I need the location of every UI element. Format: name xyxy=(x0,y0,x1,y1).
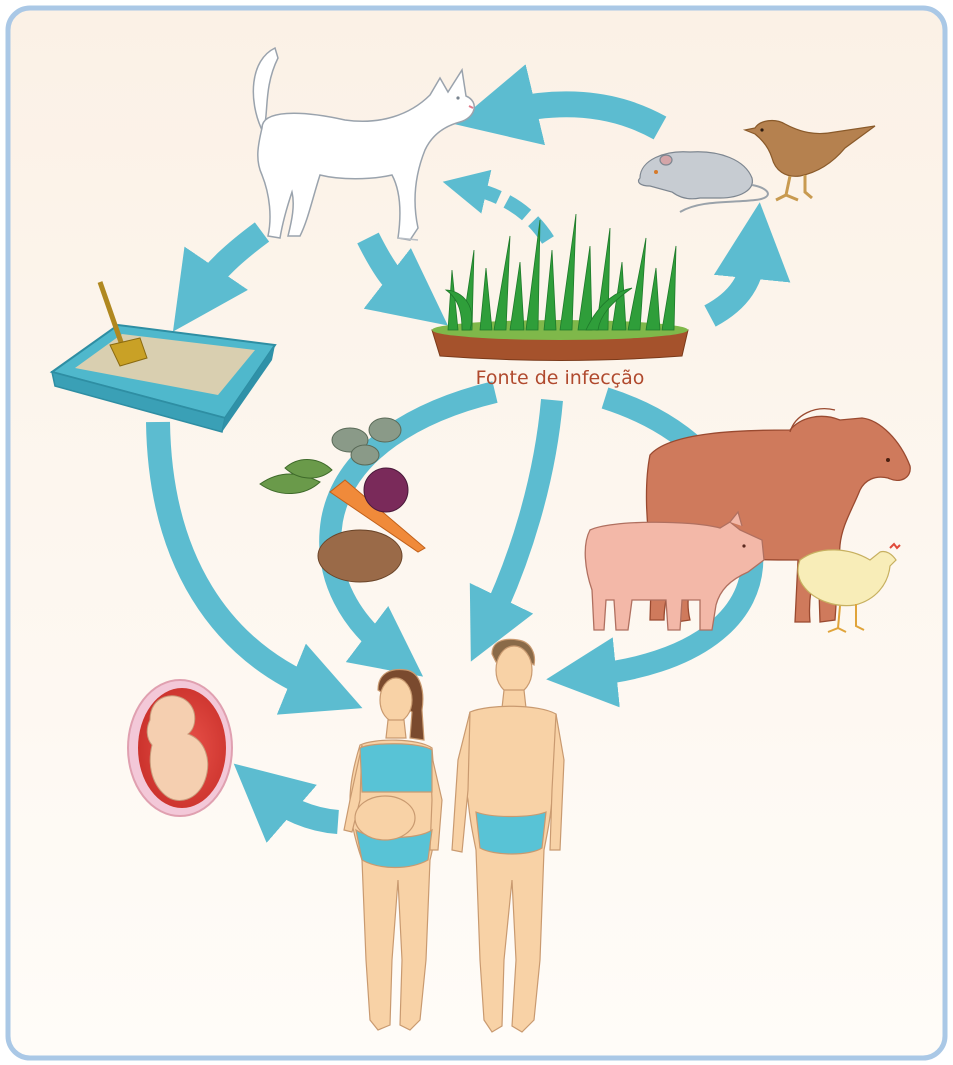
infection-source-label: Fonte de infecção xyxy=(476,367,645,389)
fetus-icon xyxy=(128,680,232,816)
